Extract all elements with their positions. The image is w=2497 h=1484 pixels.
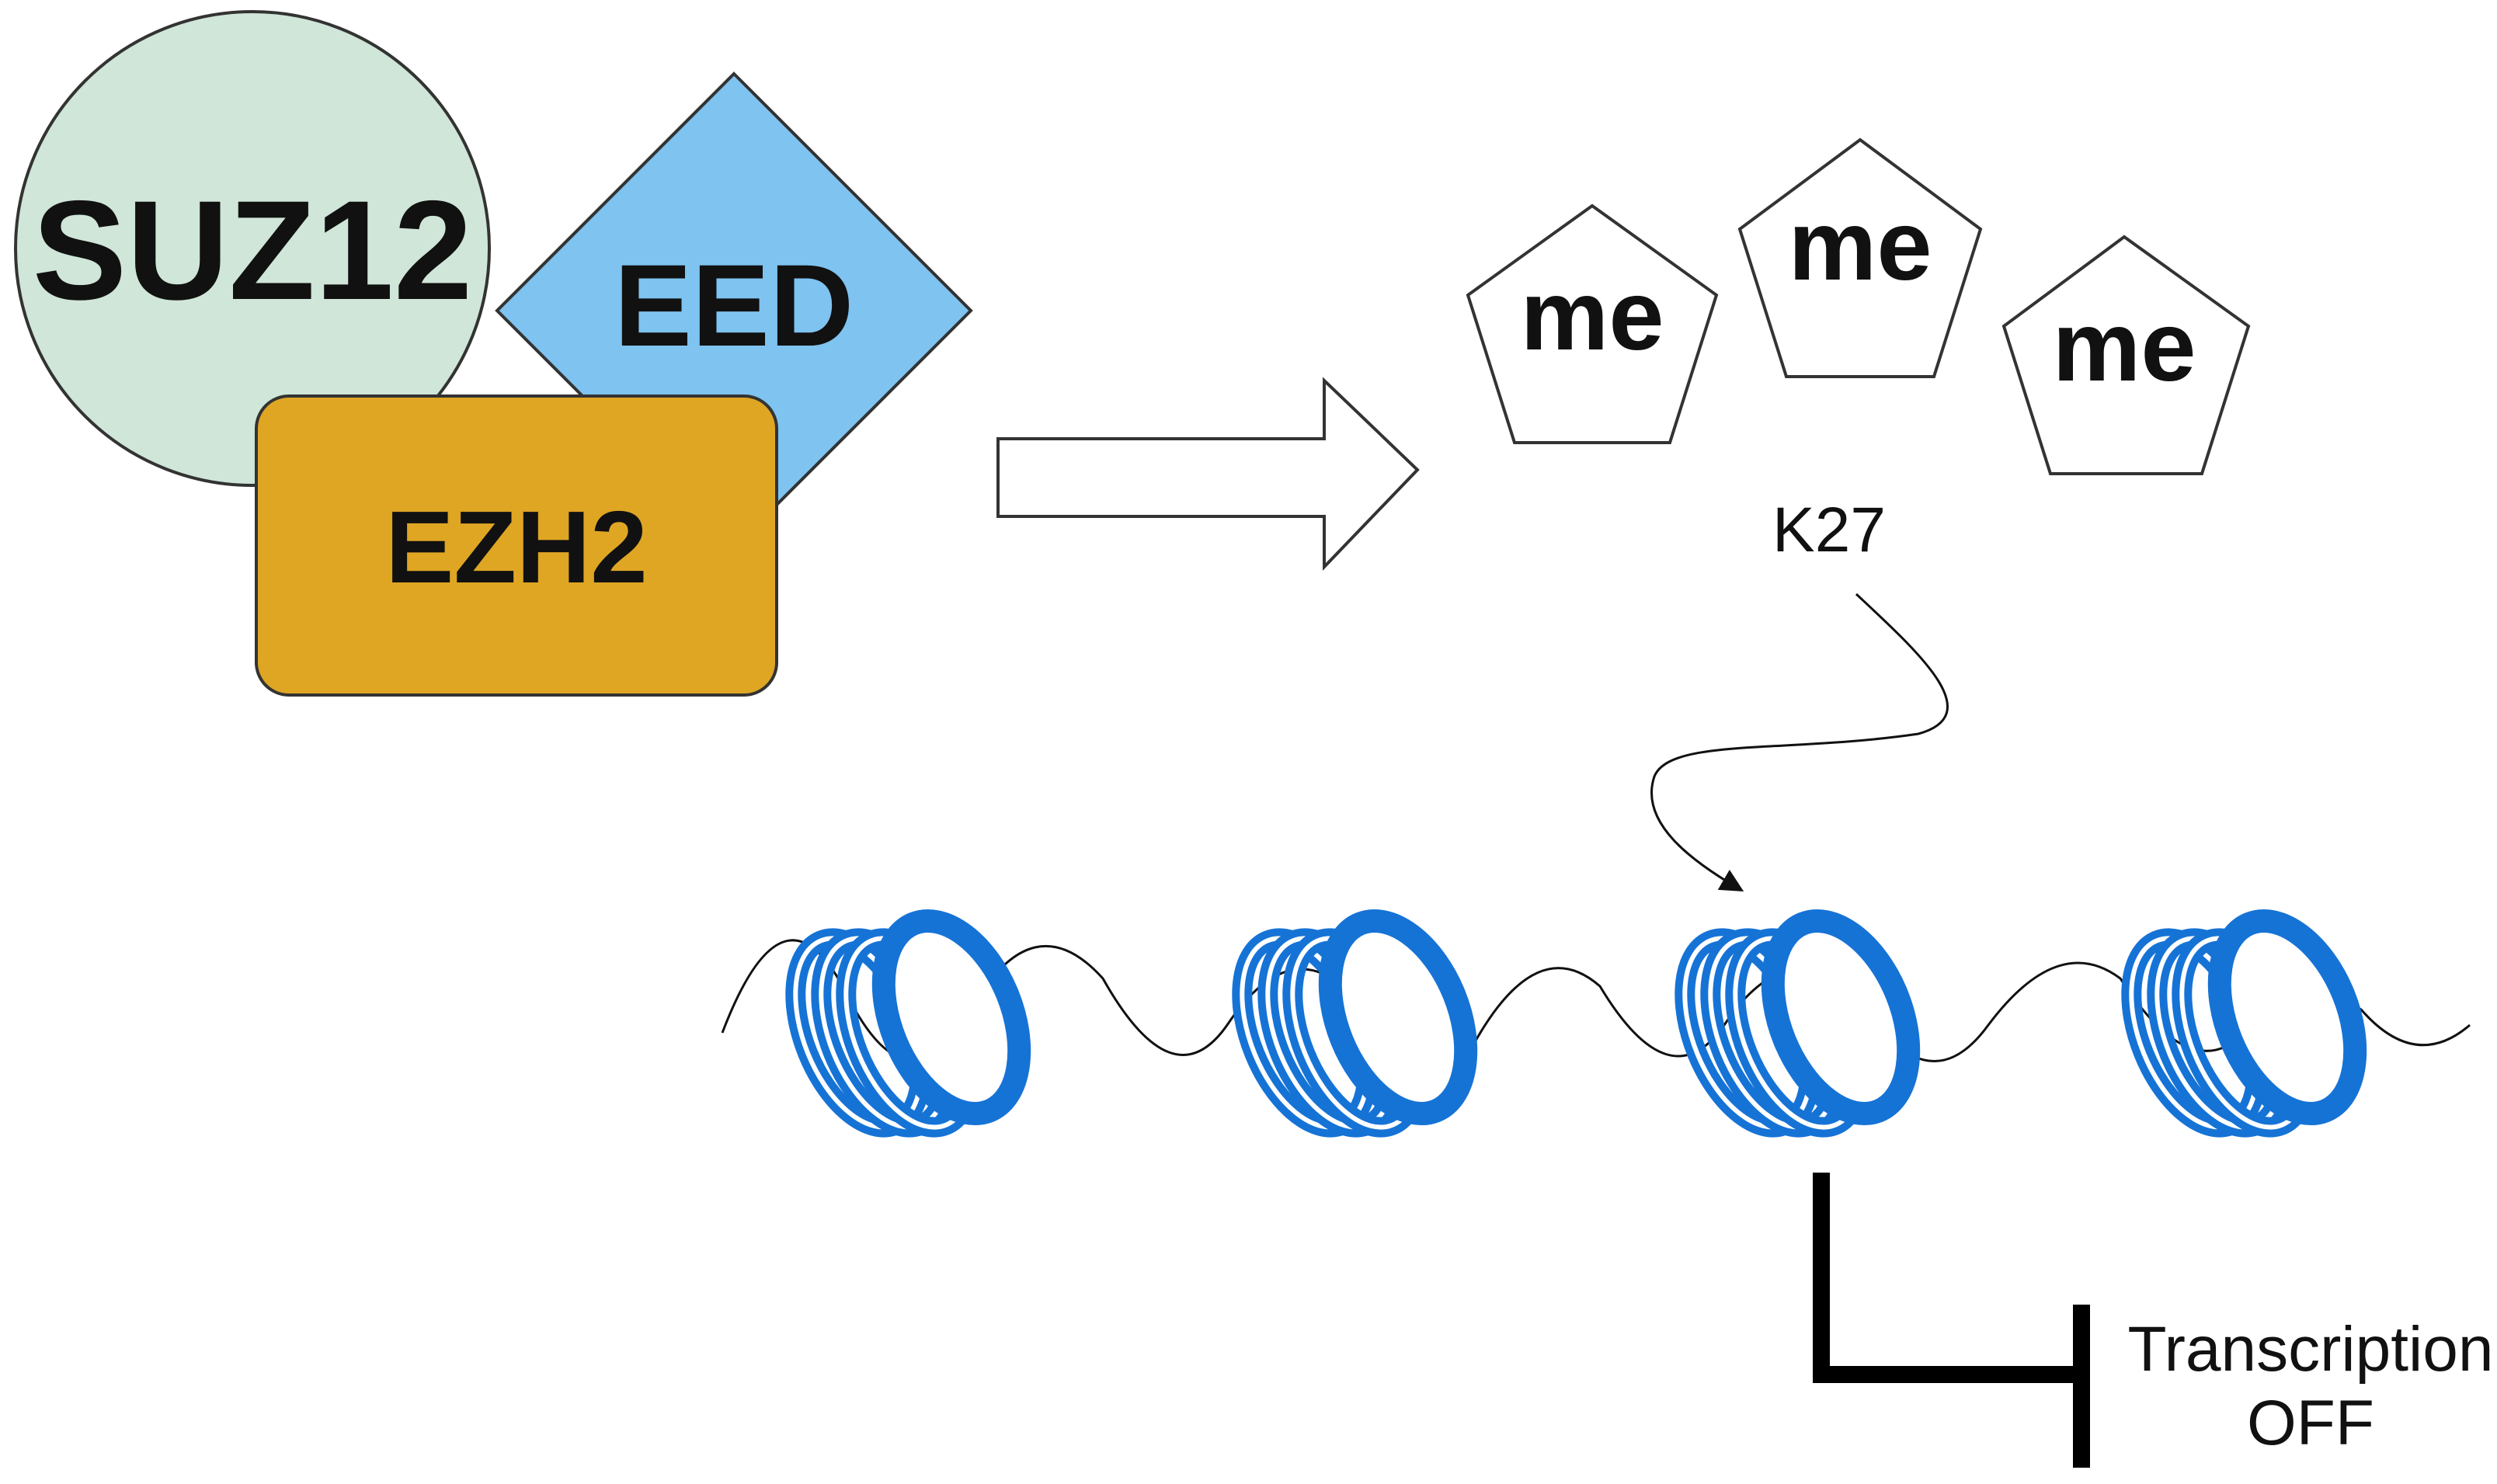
methyl-group: me — [1737, 137, 1983, 378]
methyl-groups: me me me — [1466, 137, 2251, 475]
histone-front-ring — [1761, 909, 1921, 1126]
nucleosome — [1675, 909, 1921, 1138]
suz12-label: SUZ12 — [33, 171, 472, 329]
methyl-label: me — [1521, 260, 1664, 371]
histone-front-ring — [1318, 909, 1478, 1126]
pentagon-shape — [1737, 137, 1983, 378]
prc2-complex: SUZ12 EED EZH2 — [14, 10, 973, 697]
process-arrow — [996, 377, 1420, 571]
inhibition-line — [1813, 1173, 2081, 1383]
histone-front-ring — [871, 909, 1031, 1126]
ezh2-box — [255, 394, 778, 697]
inhibition-symbol — [1813, 1173, 2090, 1468]
nucleosome — [785, 909, 1031, 1138]
pointer-arrow — [1650, 593, 1949, 892]
eed-label: EED — [614, 240, 854, 370]
methyl-group: me — [1466, 203, 1719, 444]
nucleosome — [2121, 909, 2367, 1138]
off-label: OFF — [2247, 1388, 2374, 1458]
pentagon-shape — [2001, 235, 2251, 475]
methyl-label: me — [1789, 190, 1932, 301]
nucleosome — [1232, 909, 1478, 1138]
suz12-circle — [14, 10, 491, 487]
nucleosomes — [785, 909, 2367, 1138]
methyl-group: me — [2001, 235, 2251, 475]
pentagon-shape — [1466, 203, 1719, 444]
k27-label: K27 — [1772, 495, 1886, 565]
ezh2-label: EZH2 — [385, 490, 647, 604]
histone-front-ring — [2207, 909, 2367, 1126]
transcription-label: Transcription — [2128, 1314, 2494, 1385]
methyl-label: me — [2053, 291, 2196, 402]
